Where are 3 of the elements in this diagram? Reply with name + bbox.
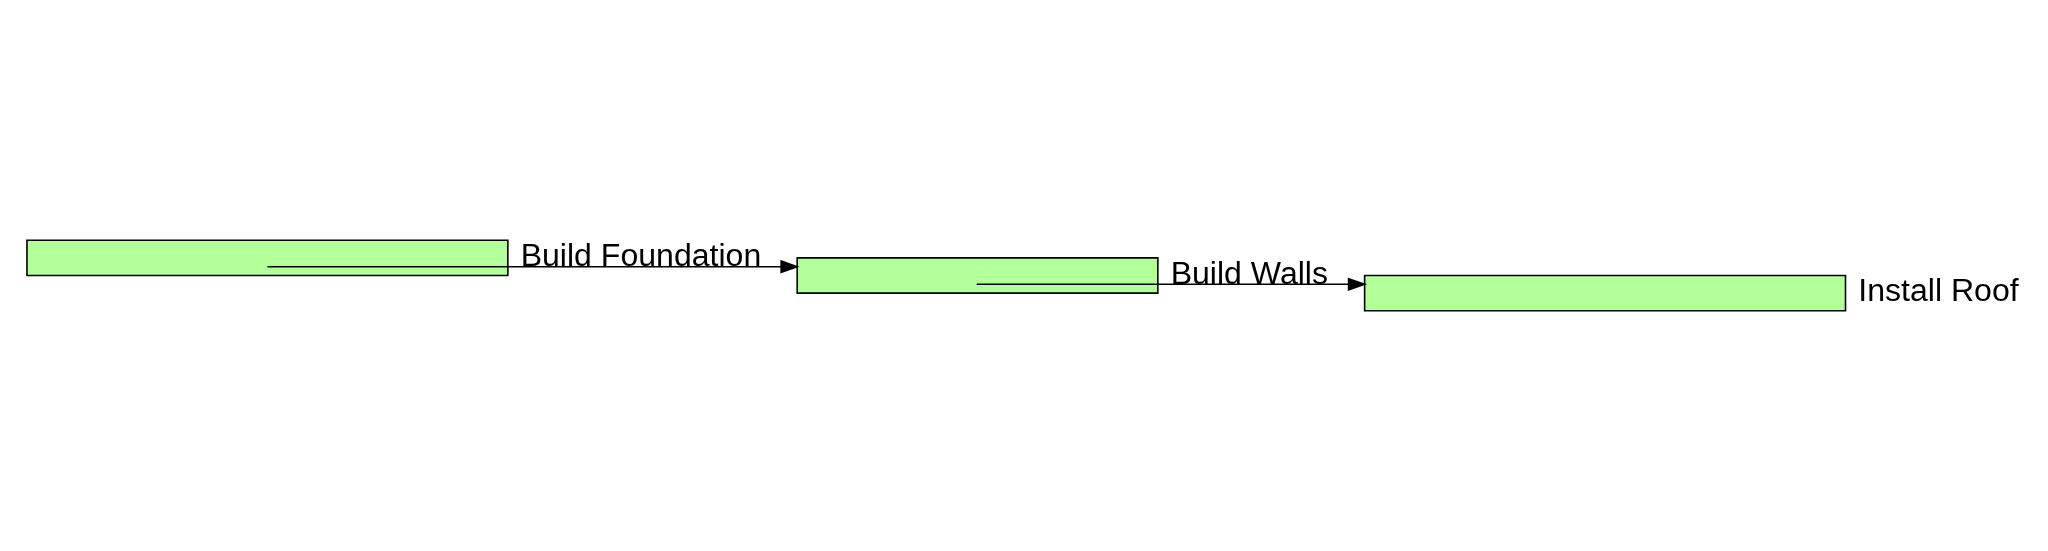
node-label: Install Roof bbox=[1858, 272, 2019, 309]
node-label: Build Foundation bbox=[520, 236, 762, 273]
node-label: Build Walls bbox=[1170, 254, 1328, 291]
